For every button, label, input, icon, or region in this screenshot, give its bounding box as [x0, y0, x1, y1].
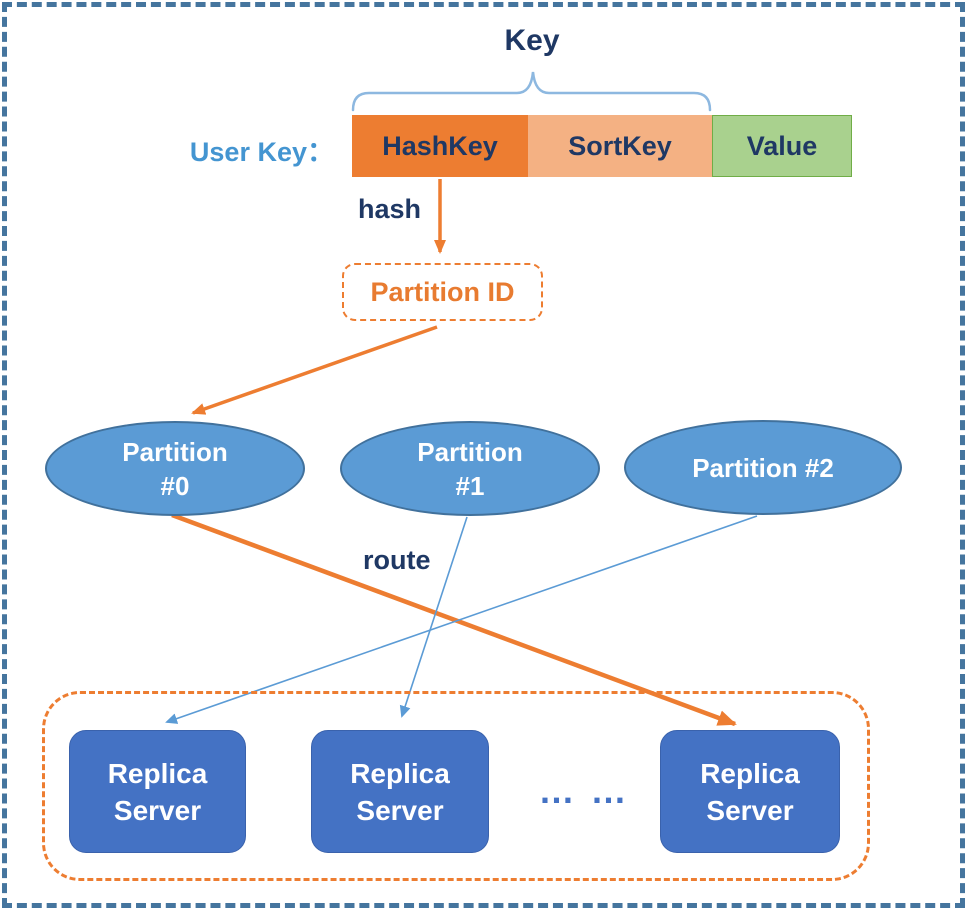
replica-server-1: Replica Server	[69, 730, 246, 853]
route-label: route	[363, 545, 431, 575]
replica-server-3-label-line2: Server	[706, 794, 794, 826]
partition-0-label-line1: Partition	[122, 436, 228, 467]
partition-id-label: Partition ID	[370, 276, 515, 307]
partition-id-box: Partition ID	[342, 263, 543, 321]
replica-server-3: Replica Server	[660, 730, 840, 853]
value-cell: Value	[712, 115, 852, 177]
replica-server-2-label-line2: Server	[356, 794, 444, 826]
hash-label: hash	[358, 194, 422, 224]
ellipsis-dots: … …	[538, 770, 630, 811]
sortkey-cell: SortKey	[528, 115, 712, 177]
partition-2-ellipse: Partition #2	[624, 420, 902, 515]
user-key-label: User Key：	[189, 137, 334, 167]
replica-server-2-label-line1: Replica	[350, 757, 450, 789]
key-label: Key	[504, 24, 560, 57]
key-brace	[351, 71, 712, 112]
partition-id-to-partition0-arrow	[191, 325, 438, 415]
partition-1-ellipse: Partition #1	[340, 421, 600, 516]
replica-group-container	[42, 691, 870, 881]
value-cell-label: Value	[746, 130, 818, 161]
sortkey-cell-label: SortKey	[568, 130, 672, 161]
replica-server-3-label-line1: Replica	[700, 757, 800, 789]
replica-server-2: Replica Server	[311, 730, 489, 853]
replica-server-1-label-line1: Replica	[107, 757, 208, 789]
partition-0-label-line2: #0	[160, 470, 190, 501]
hashkey-cell: HashKey	[352, 115, 528, 177]
partition-1-label-line2: #1	[455, 470, 485, 501]
hashkey-cell-label: HashKey	[382, 130, 498, 161]
replica-server-1-label-line2: Server	[113, 794, 202, 826]
partition-0-ellipse: Partition #0	[45, 421, 305, 516]
partition-2-label-line1: Partition #2	[692, 452, 834, 483]
partition-1-label-line1: Partition	[417, 436, 523, 467]
